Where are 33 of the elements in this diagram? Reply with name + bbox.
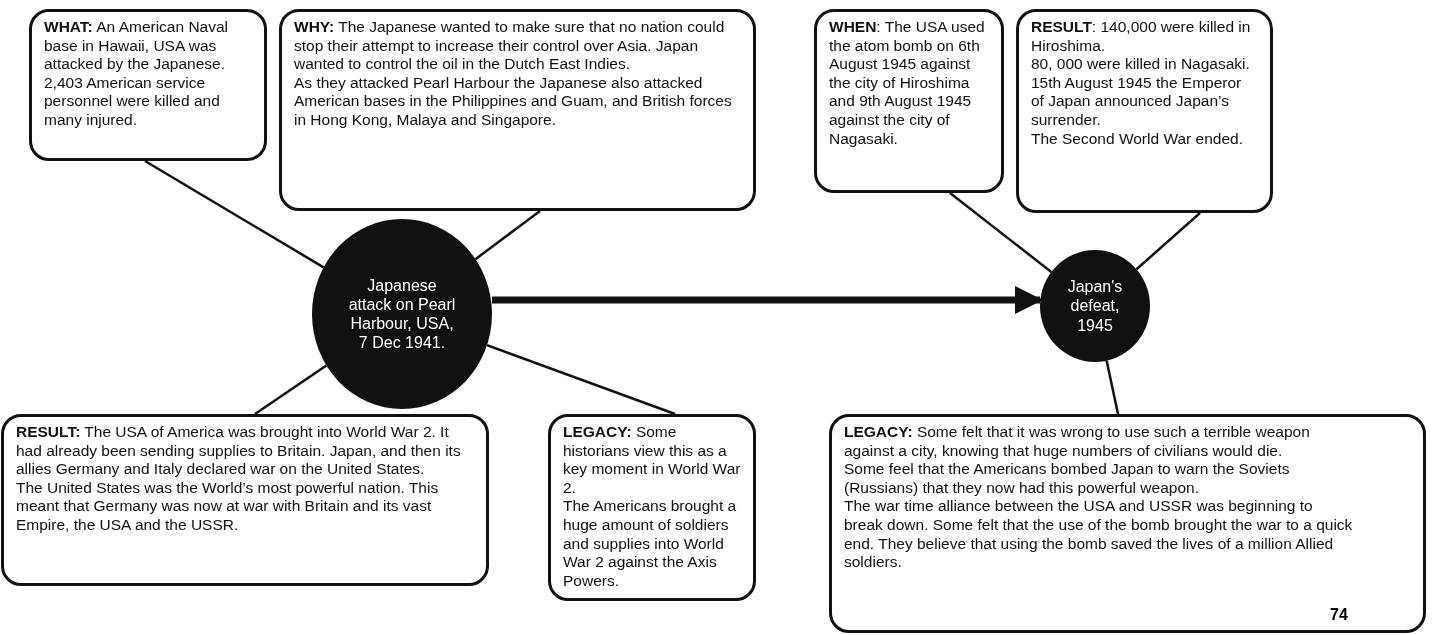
- paragraph: The Americans brought a huge amount of soldiers and supplies into World War 2 against the Axis Powers.: [563, 497, 738, 591]
- text-box: [829, 414, 1426, 633]
- connector-line: [144, 159, 325, 269]
- paragraph: LEGACY: Some historians view this as a key moment in World War 2.: [563, 423, 741, 498]
- connector-line: [1135, 212, 1201, 271]
- topic-text: Japan's defeat, 1945: [1066, 277, 1124, 335]
- paragraph: 80, 000 were killed in Nagasaki.: [1031, 55, 1251, 74]
- text-box: [548, 414, 756, 601]
- paragraph: As they attacked Pearl Harbour the Japanese also attacked American bases in the Philippines and Guam, and British forces in Hong Kong, Malaya and Singapore.: [294, 73, 733, 130]
- paragraph: RESULT: The USA of America was brought into World War 2. It had already been sending supplies to Britain. Japan, and then its allies Germany and Italy declared war on the United States.: [16, 423, 462, 479]
- paragraph: RESULT: 140,000 were killed in Hiroshima.: [1031, 18, 1252, 56]
- text-box: [1016, 9, 1273, 213]
- paragraph: The United States was the World’s most powerful nation. This meant that Germany was now at war with Britain and its vast Empire, the USA and the USSR.: [16, 478, 440, 535]
- paragraph: The war time alliance between the USA and USSR was beginning to break down. Some felt that the use of the bomb brought the war to a quick end. They believe that using the bomb saved the lives of a million Allied soldiers.: [844, 497, 1353, 572]
- paragraph: The Second World War ended.: [1031, 129, 1244, 149]
- paragraph: LEGACY: Some felt that it was wrong to use such a terrible weapon against a city, knowing that huge numbers of civilians would die.: [844, 423, 1311, 461]
- text-box: [29, 9, 267, 161]
- connector-line: [474, 210, 541, 261]
- text-box: [1, 414, 489, 586]
- text-box: [814, 9, 1004, 193]
- paragraph: 15th August 1945 the Emperor of Japan announced Japan’s surrender.: [1031, 73, 1243, 130]
- connector-line: [486, 343, 676, 416]
- connector-line: [254, 364, 328, 416]
- paragraph: WHAT: An American Naval base in Hawaii, USA was attacked by the Japanese.: [44, 18, 230, 74]
- paragraph: 2,403 American service personnel were killed and many injured.: [44, 73, 221, 130]
- connector-line: [949, 192, 1053, 273]
- paragraph: WHEN: The USA used the atom bomb on 6th August 1945 against the city of Hiroshima and 9th August 1945 against the city of Nagasaki.: [829, 18, 986, 149]
- connector-line: [1105, 360, 1120, 415]
- paragraph: WHY: The Japanese wanted to make sure that no nation could stop their attempt to increase their control over Asia. Japan wanted to control the oil in the Dutch East Indies.: [294, 18, 726, 74]
- paragraph: Some feel that the Americans bombed Japan to warn the Soviets (Russians) that they now had this powerful weapon.: [844, 460, 1291, 498]
- page-number: 74: [1330, 606, 1348, 624]
- text-box: [279, 9, 756, 211]
- topic-text: Japanese attack on Pearl Harbour, USA, 7 Dec 1941.: [348, 275, 456, 353]
